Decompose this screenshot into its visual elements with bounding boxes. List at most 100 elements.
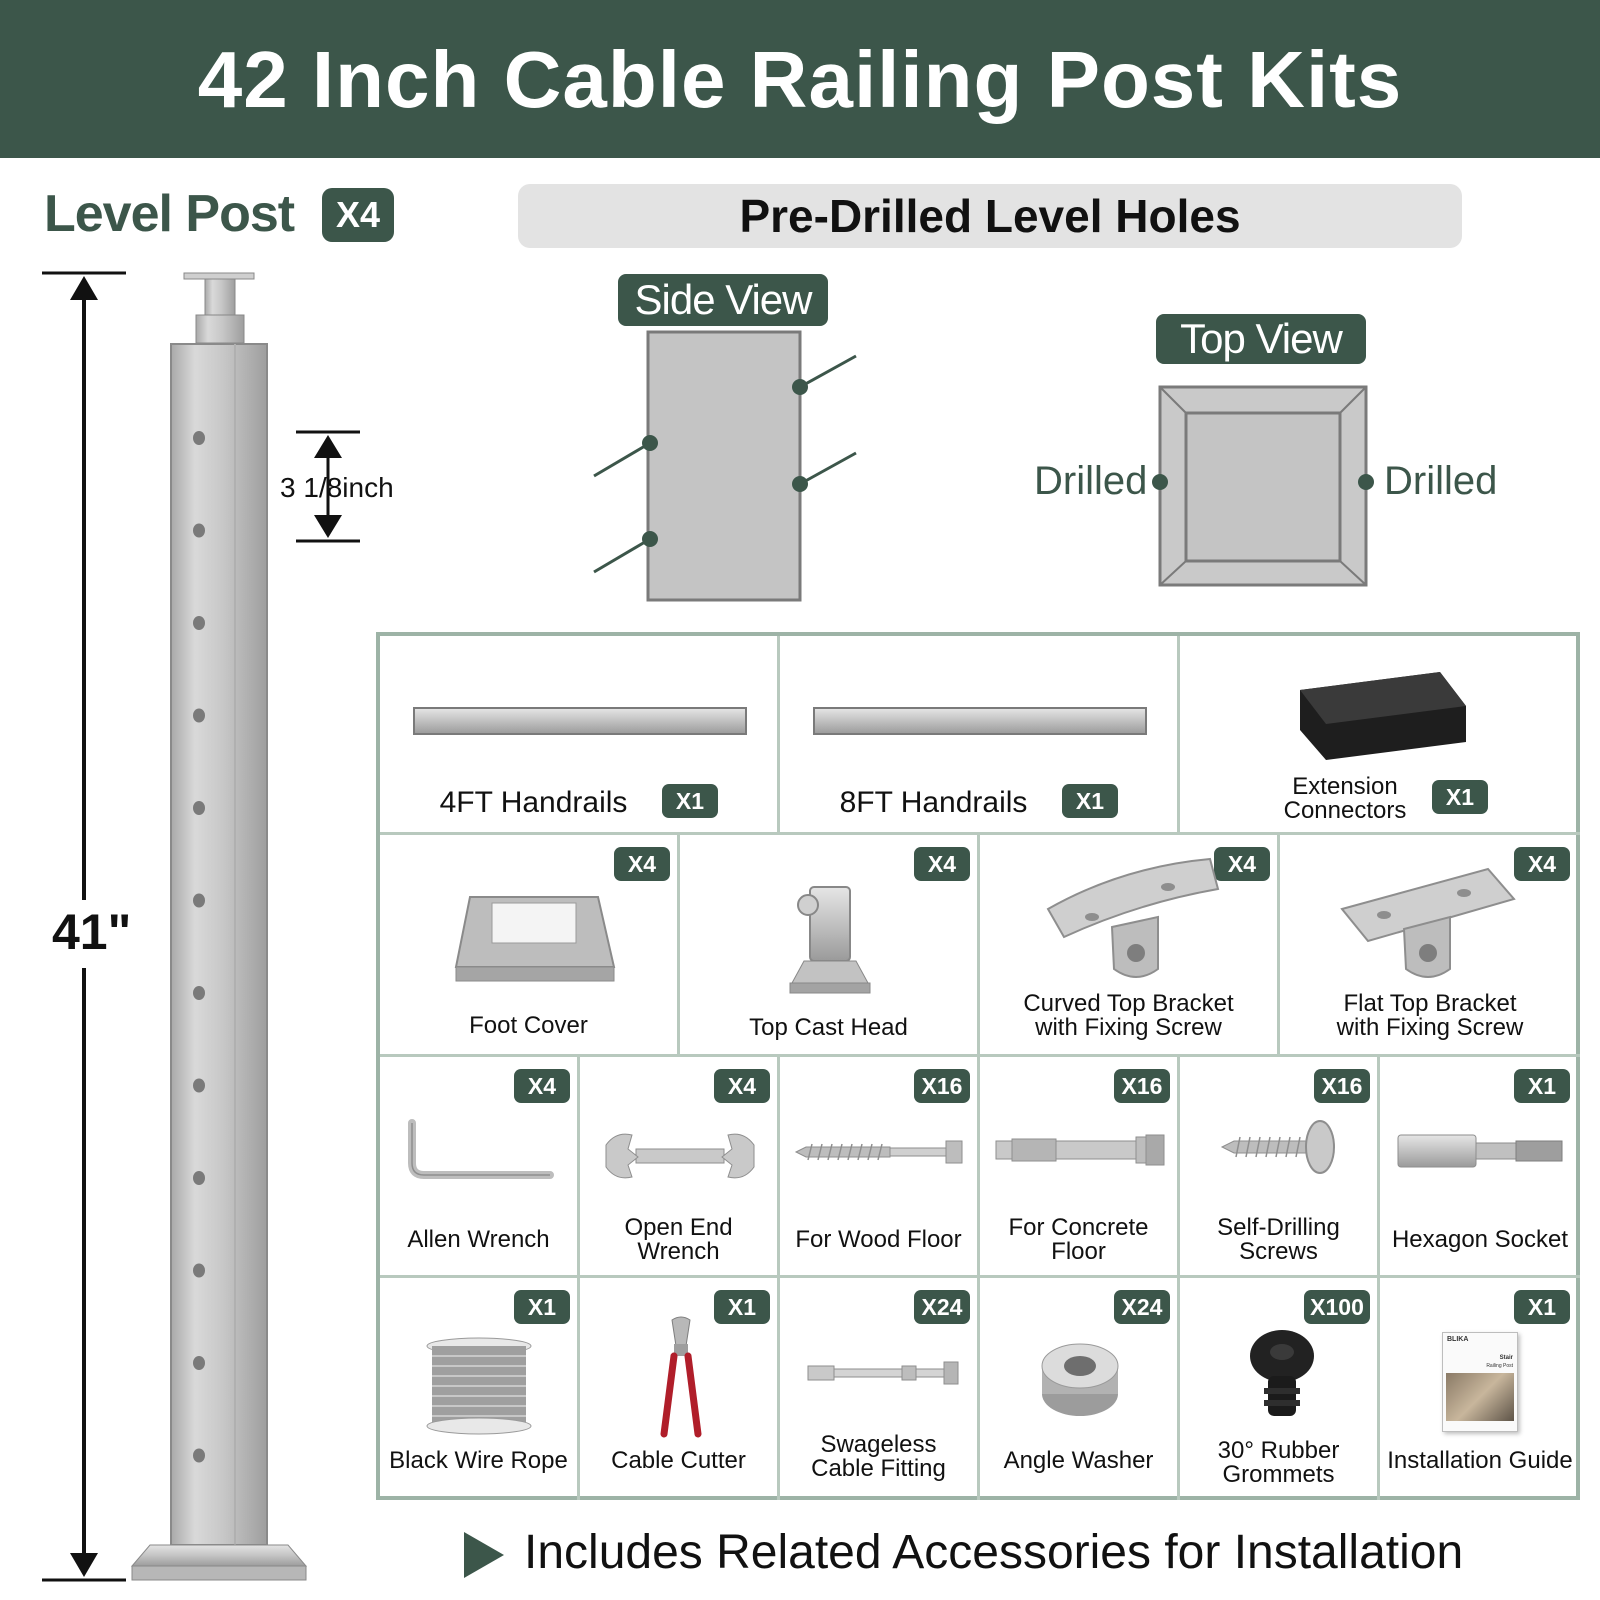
accessories-grid: 4FT Handrails X1 8FT Handrails X1 Extens…	[376, 632, 1580, 1500]
qty-badge: X16	[914, 1069, 970, 1103]
item-name: Black Wire Rope	[389, 1447, 568, 1474]
item-name-line2: Wrench	[637, 1238, 720, 1265]
item-name-line1: Open End	[624, 1214, 733, 1241]
handrail-8ft-icon	[813, 707, 1147, 735]
item-name-line2: Connectors	[1283, 797, 1407, 824]
installation-guide-icon: BLIKA Stair Railing Post	[1442, 1332, 1518, 1432]
item-name-line1: For Concrete	[1008, 1214, 1149, 1241]
item-black-wire-rope: X1 Black Wire Rope	[380, 1278, 580, 1500]
item-name: Allen Wrench	[407, 1226, 550, 1253]
wood-screw-icon	[794, 1140, 963, 1164]
qty-badge: X4	[714, 1069, 770, 1103]
wire-rope-spool-icon	[426, 1337, 532, 1435]
level-post-image	[130, 272, 308, 1581]
item-name: Top Cast Head	[749, 1014, 908, 1041]
footer-text: Includes Related Accessories for Install…	[524, 1526, 1464, 1579]
level-post-count-badge: X4	[322, 188, 394, 242]
post-hole	[193, 801, 205, 815]
item-name-line2: Grommets	[1222, 1461, 1335, 1488]
item-name-line2: Floor	[1051, 1238, 1106, 1265]
rubber-grommet-icon	[1250, 1330, 1314, 1416]
item-extension-connectors: Extension Connectors X1	[1180, 636, 1580, 835]
qty-badge: X1	[662, 784, 718, 818]
hole-spacing-dimension	[296, 430, 360, 543]
hole-spacing-label: 3 1/8inch	[280, 472, 394, 503]
title-banner: 42 Inch Cable Railing Post Kits	[0, 0, 1600, 158]
post-hole	[193, 708, 205, 723]
post-hole	[193, 616, 205, 630]
qty-badge: X4	[1514, 847, 1570, 881]
item-swageless-cable-fitting: X24 Swageless Cable Fitting	[780, 1278, 980, 1500]
top-cast-head-icon	[789, 886, 871, 994]
item-open-end-wrench: X4 Open End Wrench	[580, 1057, 780, 1278]
post-hole	[193, 986, 205, 1000]
flat-bracket-icon	[1340, 867, 1516, 978]
item-8ft-handrails: 8FT Handrails X1	[780, 636, 1180, 835]
qty-badge: X1	[1432, 780, 1488, 814]
qty-badge: X1	[514, 1290, 570, 1324]
item-name: 8FT Handrails	[839, 786, 1028, 819]
item-top-cast-head: X4 Top Cast Head	[680, 835, 980, 1057]
qty-badge: X1	[1514, 1069, 1570, 1103]
item-name: For Wood Floor	[795, 1226, 962, 1253]
guide-title-1: Stair	[1499, 1355, 1513, 1361]
post-hole	[193, 1171, 205, 1185]
cable-cutter-icon	[660, 1316, 702, 1438]
post-height-label: 41"	[52, 902, 132, 962]
guide-cover-photo	[1446, 1373, 1514, 1421]
post-holes	[193, 431, 205, 1463]
item-name-line1: Extension	[1292, 773, 1398, 800]
qty-badge: X4	[914, 847, 970, 881]
item-name: Angle Washer	[1003, 1447, 1154, 1474]
item-4ft-handrails: 4FT Handrails X1	[380, 636, 780, 835]
item-name-line2: Screws	[1239, 1238, 1318, 1265]
page-title: 42 Inch Cable Railing Post Kits	[197, 35, 1403, 124]
post-hole	[193, 1356, 205, 1370]
cable-fitting-icon	[807, 1361, 959, 1385]
item-name-line2: Cable Fitting	[811, 1455, 946, 1482]
item-rubber-grommets: X100 30° Rubber Grommets	[1180, 1278, 1380, 1500]
qty-badge: X16	[1114, 1069, 1170, 1103]
qty-badge: X1	[714, 1290, 770, 1324]
pre-drilled-heading: Pre-Drilled Level Holes	[518, 184, 1462, 248]
item-self-drilling-screws: X16 Self-Drilling Screws	[1180, 1057, 1380, 1278]
post-hole	[193, 1448, 205, 1463]
item-name: Hexagon Socket	[1391, 1226, 1569, 1253]
item-installation-guide: X1 BLIKA Stair Railing Post Installation…	[1380, 1278, 1580, 1500]
item-flat-top-bracket: X4 Flat Top Bracket with Fixing Screw	[1280, 835, 1580, 1057]
item-name-line1: Flat Top Bracket	[1343, 990, 1517, 1017]
drilled-label-left: Drilled	[1034, 459, 1148, 503]
level-post-title: Level Post	[44, 185, 295, 243]
top-view-label: Top View	[1156, 314, 1366, 364]
item-cable-cutter: X1 Cable Cutter	[580, 1278, 780, 1500]
top-view-diagram	[1152, 385, 1374, 587]
side-view-diagram	[593, 330, 857, 602]
foot-cover-icon	[454, 896, 616, 982]
play-triangle-icon	[464, 1532, 504, 1578]
item-wood-floor-screw: X16 For Wood Floor	[780, 1057, 980, 1278]
side-view-label: Side View	[618, 274, 828, 326]
guide-title-2: Railing Post	[1486, 1363, 1513, 1369]
qty-badge: X1	[1514, 1290, 1570, 1324]
qty-badge: X4	[514, 1069, 570, 1103]
height-dimension	[42, 271, 126, 1582]
qty-badge: X100	[1304, 1290, 1370, 1324]
qty-badge: X4	[614, 847, 670, 881]
qty-badge: X24	[914, 1290, 970, 1324]
qty-badge: X24	[1114, 1290, 1170, 1324]
self-drilling-screw-icon	[1220, 1120, 1335, 1174]
item-name: Cable Cutter	[611, 1447, 746, 1474]
qty-badge: X16	[1314, 1069, 1370, 1103]
post-hole	[193, 1078, 205, 1093]
extension-connector-icon	[1300, 672, 1466, 760]
allen-wrench-icon	[408, 1119, 554, 1179]
item-name: Installation Guide	[1387, 1447, 1573, 1474]
item-name-line1: Swageless	[820, 1431, 937, 1458]
concrete-anchor-icon	[995, 1134, 1165, 1166]
qty-badge: X1	[1062, 784, 1118, 818]
handrail-4ft-icon	[413, 707, 747, 735]
angle-washer-icon	[1041, 1343, 1119, 1416]
item-angle-washer: X24 Angle Washer	[980, 1278, 1180, 1500]
item-name: Foot Cover	[469, 1012, 588, 1039]
